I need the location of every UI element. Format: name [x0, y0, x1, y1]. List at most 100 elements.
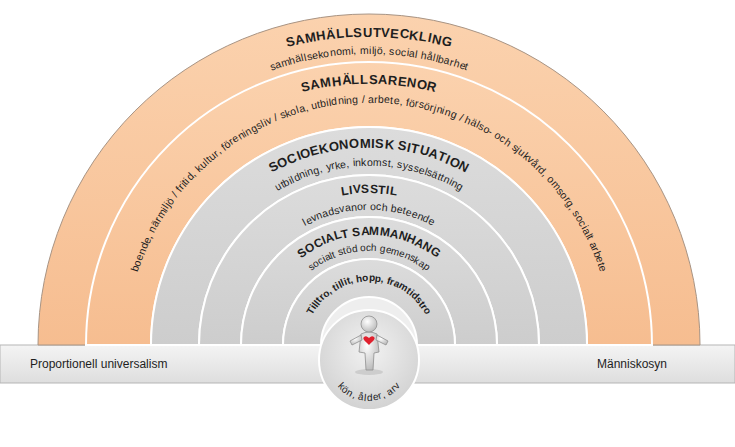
arc-letter: e: [133, 252, 145, 261]
arc-letter: [543, 171, 553, 180]
arc-letter: ö: [222, 138, 233, 150]
arc-letter: l: [364, 393, 367, 403]
arc-letter: o: [357, 201, 364, 212]
arc-letter: I: [320, 234, 328, 246]
arc-letter: s: [418, 99, 425, 110]
arc-letter: i: [342, 277, 348, 287]
arc-letter: [383, 389, 390, 399]
arc-letter: r: [419, 303, 429, 312]
arc-letter: d: [292, 171, 302, 183]
arc-letter: f: [219, 142, 228, 152]
arc-letter: f: [386, 276, 392, 287]
arc-letter: I: [406, 140, 412, 153]
arc-letter: [269, 113, 276, 124]
arc-letter: i: [447, 176, 454, 186]
arc-letter: i: [261, 117, 268, 128]
arc-letter: a: [297, 103, 305, 115]
arc-letter: G: [440, 34, 453, 49]
arc-letter: C: [311, 236, 324, 251]
arc-letter: r: [227, 136, 236, 147]
arc-letter: l: [423, 166, 428, 177]
arc-letter: f: [405, 97, 410, 108]
arc-letter: e: [384, 94, 391, 105]
arc-letter: ,: [383, 45, 386, 56]
core-circle-shape: [319, 310, 419, 410]
arc-letter: A: [378, 73, 388, 86]
arc-letter: n: [306, 166, 315, 178]
arc-letter: S: [296, 245, 310, 259]
arc-letter: e: [339, 158, 346, 169]
arc-letter: r: [562, 195, 573, 204]
arc-letter: n: [442, 173, 452, 185]
arc-letter: [328, 284, 336, 294]
arc-letter: s: [555, 185, 566, 196]
arc-letter: T: [410, 141, 421, 155]
arc-letter: A: [294, 32, 306, 47]
arc-letter: b: [319, 98, 327, 109]
arc-letter: T: [372, 25, 380, 38]
arc-letter: r: [377, 391, 383, 402]
arc-letter: b: [437, 53, 445, 65]
arc-letter: j: [162, 200, 172, 208]
arc-letter: t: [387, 158, 391, 169]
arc-letter: N: [397, 229, 409, 243]
arc-letter: c: [316, 255, 325, 266]
arc-letter: d: [327, 205, 335, 217]
arc-letter: ,: [214, 146, 223, 156]
arc-letter: s: [278, 109, 287, 121]
arc-letter: t: [278, 179, 286, 190]
arc-letter: a: [443, 55, 451, 67]
person-icon: [350, 316, 388, 375]
arc-letter: [358, 94, 361, 105]
arc-letter: o: [131, 258, 143, 267]
arc-letter: ä: [149, 218, 161, 228]
bar-label: Människosyn: [597, 357, 667, 371]
arc-letter: i: [178, 180, 187, 189]
arc-letter: e: [458, 59, 467, 71]
arc-letter: L: [332, 229, 342, 243]
arc-letter: i: [159, 205, 169, 213]
arc-letter: ,: [188, 169, 198, 178]
arc-letter: c: [376, 201, 382, 212]
arc-letter: d: [184, 171, 196, 182]
arc-letter: L: [351, 73, 360, 86]
arc-letter: r: [211, 148, 220, 158]
arc-letter: [383, 275, 388, 285]
arc-letter: o: [493, 130, 503, 142]
arc-letter: o: [545, 174, 557, 185]
arc-letter: V: [352, 183, 361, 196]
core-circle: kön, ålder, arv: [319, 310, 419, 410]
arc-letter: t: [390, 95, 394, 106]
arc-letter: i: [369, 45, 371, 56]
arc-letter: [348, 226, 353, 238]
arc-letter: r: [176, 182, 186, 191]
arc-letter: n: [345, 387, 355, 398]
arc-letter: S: [397, 139, 408, 153]
arc-letter: d: [367, 393, 373, 403]
arc-letter: r: [389, 277, 396, 288]
arc-letter: ,: [349, 275, 354, 285]
arc-letter: n: [337, 95, 344, 106]
arc-letter: H: [331, 74, 342, 88]
arc-letter: s: [333, 204, 341, 215]
arc-letter: u: [197, 158, 208, 170]
arc-letter: o: [323, 47, 330, 58]
arc-letter: N: [421, 240, 435, 255]
arc-letter: [365, 94, 368, 105]
arc-letter: S: [285, 35, 297, 50]
arc-letter: o: [289, 105, 298, 117]
arc-letter: e: [417, 164, 426, 176]
arc-letter: t: [180, 177, 190, 186]
arc-letter: [167, 193, 177, 202]
arc-letter: u: [273, 180, 283, 192]
arc-letter: d: [138, 241, 150, 251]
arc-letter: s: [254, 119, 263, 131]
arc-letter: n: [315, 209, 324, 221]
arc-letter: b: [592, 249, 604, 258]
arc-letter: v: [525, 154, 536, 165]
arc-letter: k: [317, 48, 324, 59]
arc-letter: r: [414, 98, 419, 109]
arc-letter: ,: [353, 45, 356, 56]
arc-letter: g: [312, 164, 321, 176]
arc-letter: i: [287, 175, 294, 185]
